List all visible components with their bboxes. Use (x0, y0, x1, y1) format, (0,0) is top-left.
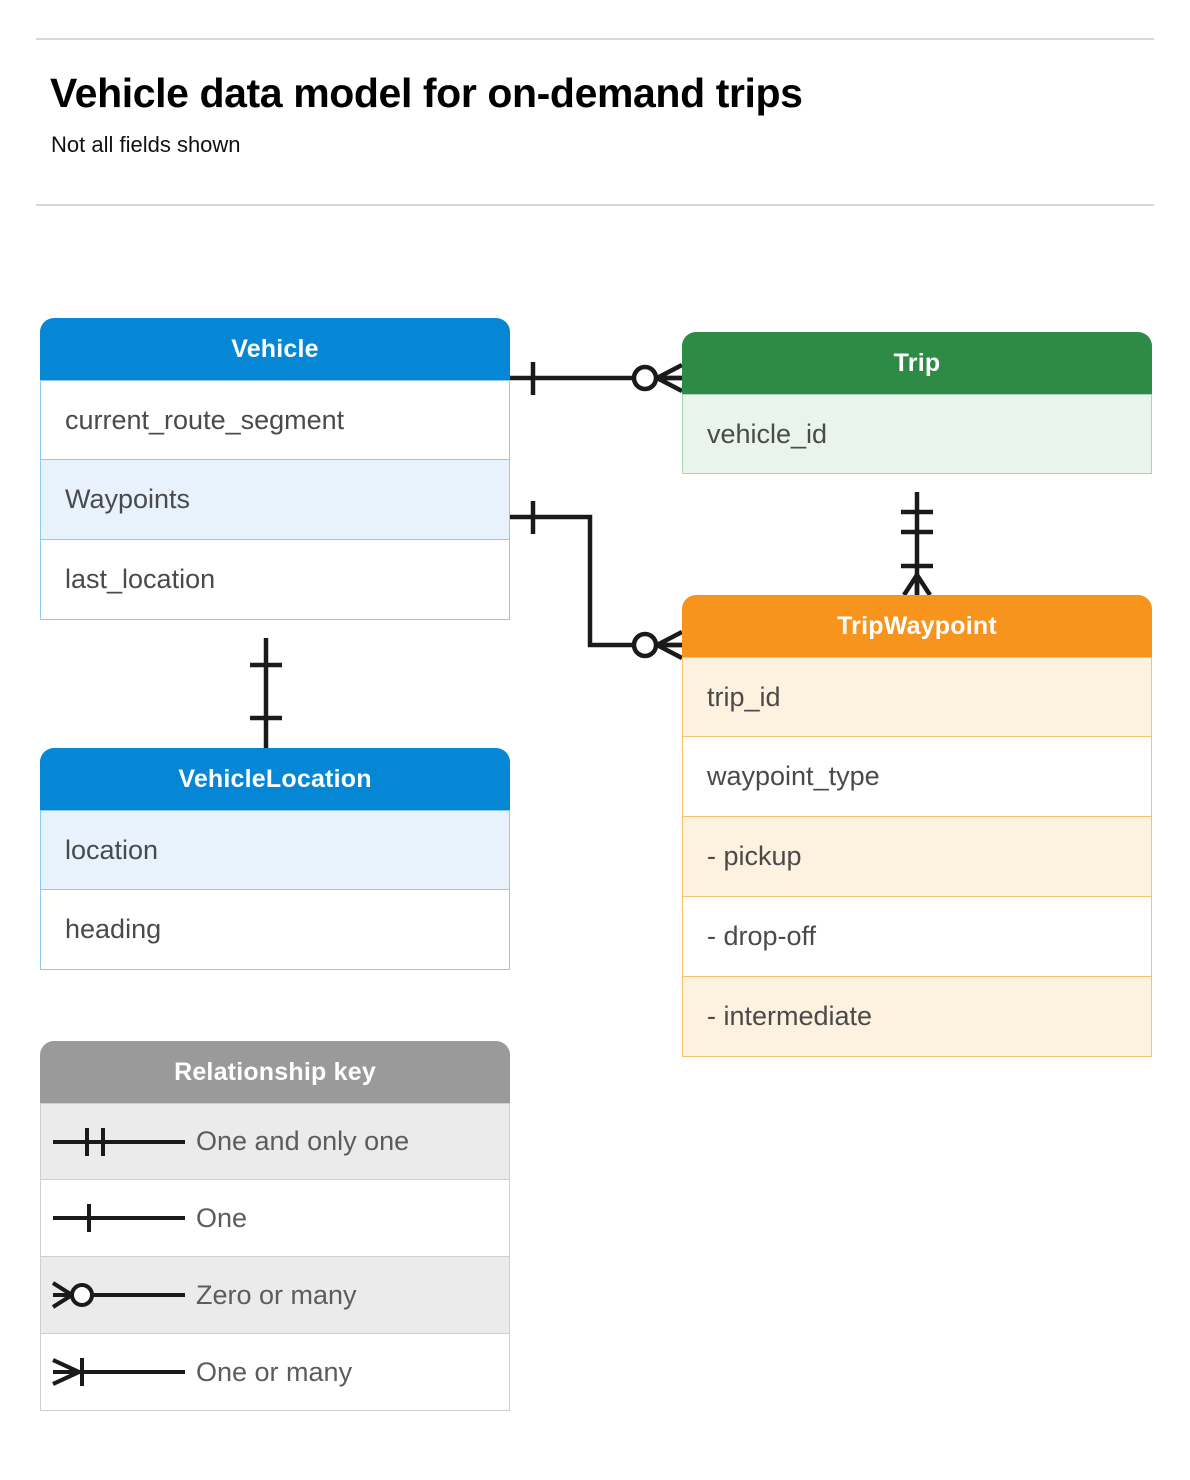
field-row-enum[interactable]: - drop-off (682, 897, 1152, 977)
entity-tripwaypoint[interactable]: TripWaypoint trip_id waypoint_type - pic… (682, 595, 1152, 1057)
legend-item-label: One and only one (196, 1126, 410, 1156)
field-row[interactable]: trip_id (682, 657, 1152, 737)
entity-vehicle-fields: current_route_segment Waypoints last_loc… (40, 380, 510, 620)
legend-item-one[interactable]: One (40, 1180, 510, 1257)
entity-vehicle-title: Vehicle (40, 318, 510, 380)
zero-or-many-icon (41, 1275, 196, 1315)
legend-title: Relationship key (40, 1041, 510, 1103)
one-or-many-icon (41, 1352, 196, 1392)
connector-waypoints-tripwaypoint (510, 501, 684, 660)
field-row[interactable]: vehicle_id (682, 394, 1152, 474)
entity-trip-title: Trip (682, 332, 1152, 394)
entity-vehicle-location-fields: location heading (40, 810, 510, 970)
entity-vehicle[interactable]: Vehicle current_route_segment Waypoints … (40, 318, 510, 620)
field-row[interactable]: waypoint_type (682, 737, 1152, 817)
connector-vehicle-vehiclelocation (250, 638, 282, 748)
legend-item-label: Zero or many (196, 1279, 357, 1310)
legend-item-one-or-many[interactable]: One or many (40, 1334, 510, 1411)
connector-vehicle-trip (510, 362, 684, 395)
header-divider-top (36, 38, 1154, 40)
legend-item-label: One or many (196, 1356, 353, 1387)
field-row[interactable]: heading (40, 890, 510, 970)
field-row[interactable]: last_location (40, 540, 510, 620)
page-title: Vehicle data model for on-demand trips (50, 70, 803, 116)
field-row[interactable]: location (40, 810, 510, 890)
connector-trip-tripwaypoint (901, 492, 933, 597)
entity-trip[interactable]: Trip vehicle_id (682, 332, 1152, 474)
field-row[interactable]: current_route_segment (40, 380, 510, 460)
legend-item-one-and-only-one[interactable]: One and only one (40, 1103, 510, 1180)
entity-tripwaypoint-title: TripWaypoint (682, 595, 1152, 657)
legend-item-label: One (196, 1202, 248, 1233)
page-subtitle: Not all fields shown (51, 132, 241, 157)
entity-trip-fields: vehicle_id (682, 394, 1152, 474)
field-row[interactable]: Waypoints (40, 460, 510, 540)
one-icon (41, 1198, 196, 1238)
header-divider-bottom (36, 204, 1154, 206)
field-row-enum[interactable]: - pickup (682, 817, 1152, 897)
entity-vehicle-location[interactable]: VehicleLocation location heading (40, 748, 510, 970)
legend-item-zero-or-many[interactable]: Zero or many (40, 1257, 510, 1334)
entity-tripwaypoint-fields: trip_id waypoint_type - pickup - drop-of… (682, 657, 1152, 1057)
relationship-key-legend[interactable]: Relationship key One and only one One (40, 1041, 510, 1411)
entity-vehicle-location-title: VehicleLocation (40, 748, 510, 810)
one-and-only-one-icon (41, 1122, 196, 1162)
field-row-enum[interactable]: - intermediate (682, 977, 1152, 1057)
